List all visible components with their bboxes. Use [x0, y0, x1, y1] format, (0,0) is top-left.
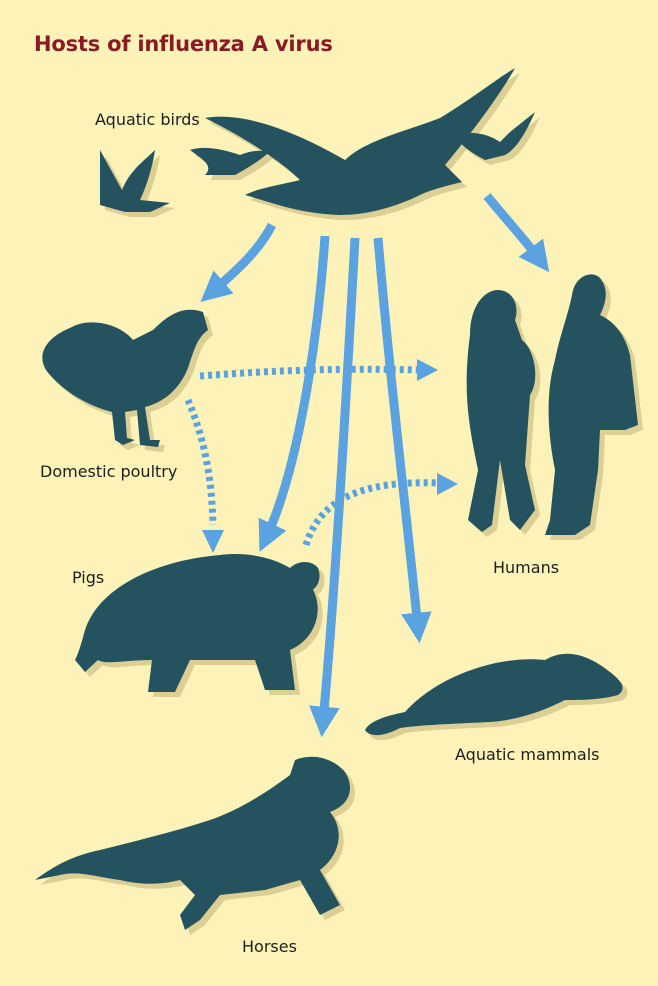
dotted-arrow-poultry-to-pigs [188, 400, 213, 525]
arrow-birds-to-aquatic-mammals [378, 238, 418, 628]
arrow-birds-to-horses [323, 238, 355, 722]
dotted-arrow-pigs-to-humans [306, 483, 440, 545]
label-aquatic-birds: Aquatic birds [95, 110, 200, 129]
arrow-birds-to-poultry [212, 225, 272, 292]
pig-silhouette [75, 554, 318, 692]
horse-silhouette [35, 757, 350, 930]
label-domestic-poultry: Domestic poultry [40, 462, 177, 481]
dotted-arrowhead-humans-2 [437, 473, 458, 495]
figure-title: Hosts of influenza A virus [34, 32, 333, 56]
label-horses: Horses [242, 937, 297, 956]
arrow-birds-to-humans [487, 196, 540, 260]
label-pigs: Pigs [72, 568, 104, 587]
dotted-arrowhead-pigs [202, 530, 224, 553]
dotted-arrowhead-humans-1 [417, 359, 438, 381]
label-aquatic-mammals: Aquatic mammals [455, 745, 600, 764]
arrow-birds-to-pigs [266, 236, 325, 538]
duck-silhouette-1 [100, 150, 170, 212]
label-humans: Humans [493, 558, 559, 577]
man-silhouette [545, 274, 638, 535]
